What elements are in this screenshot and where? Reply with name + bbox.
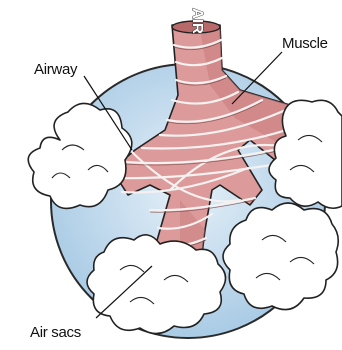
label-airway: Airway: [34, 61, 78, 78]
label-air: AIR: [189, 8, 206, 34]
label-air-sacs: Air sacs: [30, 324, 81, 341]
label-muscle: Muscle: [282, 35, 328, 52]
